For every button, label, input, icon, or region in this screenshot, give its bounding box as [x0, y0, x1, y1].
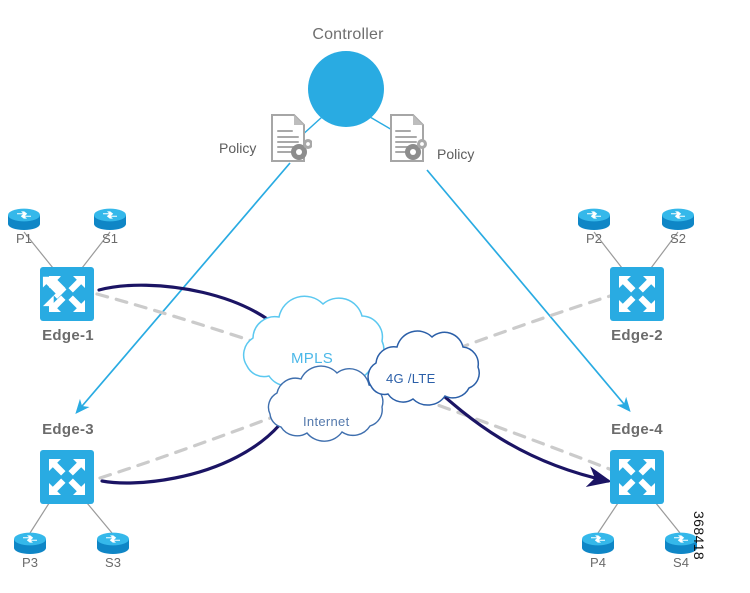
router-node-s2[interactable]: [661, 207, 695, 231]
router-node-p4[interactable]: [581, 531, 615, 555]
router-label-p1: P1: [16, 231, 32, 246]
policy-label-left: Policy: [219, 140, 257, 156]
cloud-label-internet: Internet: [303, 414, 350, 429]
document-gear-icon[interactable]: [268, 113, 313, 163]
edge-router-arrows-icon: [619, 276, 655, 312]
router-node-s1[interactable]: [93, 207, 127, 231]
router-node-s3[interactable]: [96, 531, 130, 555]
router-label-s3: S3: [105, 555, 121, 570]
router-icon: [662, 208, 694, 230]
router-label-p2: P2: [586, 231, 602, 246]
tunnel-edge1-loop-edge3: [97, 283, 303, 485]
router-node-p3[interactable]: [13, 531, 47, 555]
cloud-label-mpls: MPLS: [291, 350, 334, 367]
router-icon: [578, 208, 610, 230]
cloud-internet: [267, 365, 384, 442]
policy-label-right: Policy: [437, 146, 475, 162]
figure-id-number: 368418: [691, 511, 707, 561]
router-label-p4: P4: [590, 555, 606, 570]
router-icon: [94, 208, 126, 230]
edge-node-3[interactable]: [40, 450, 94, 504]
edge-label-2: Edge-2: [611, 327, 663, 344]
edge-router-arrows-icon: [42, 276, 85, 312]
router-label-s2: S2: [670, 231, 686, 246]
edge-router-arrows-icon: [619, 459, 655, 495]
edge-node-1[interactable]: [40, 267, 94, 321]
router-icon: [97, 532, 129, 554]
cloud-label-4g-lte: 4G /LTE: [386, 371, 436, 386]
router-node-s4[interactable]: [664, 531, 698, 555]
router-label-s4: S4: [673, 555, 689, 570]
edge-label-4: Edge-4: [611, 421, 663, 438]
router-label-s1: S1: [102, 231, 118, 246]
edge-node-2[interactable]: [610, 267, 664, 321]
router-icon: [582, 532, 614, 554]
controller-node[interactable]: [308, 51, 384, 127]
edge-label-1: Edge-1: [42, 327, 94, 344]
edge-node-4[interactable]: [610, 450, 664, 504]
router-icon: [14, 532, 46, 554]
controller-label: Controller: [312, 26, 384, 43]
cloud-4g-lte: [367, 330, 480, 406]
router-node-p1[interactable]: [7, 207, 41, 231]
router-label-p3: P3: [22, 555, 38, 570]
edge-label-3: Edge-3: [42, 421, 94, 438]
router-icon: [665, 532, 697, 554]
policy-arrow-edge4: [426, 169, 631, 412]
router-node-p2[interactable]: [577, 207, 611, 231]
router-icon: [8, 208, 40, 230]
document-gear-icon-right[interactable]: [387, 113, 431, 163]
network-hub-icon: [308, 51, 384, 127]
edge-router-arrows-icon: [49, 459, 85, 495]
